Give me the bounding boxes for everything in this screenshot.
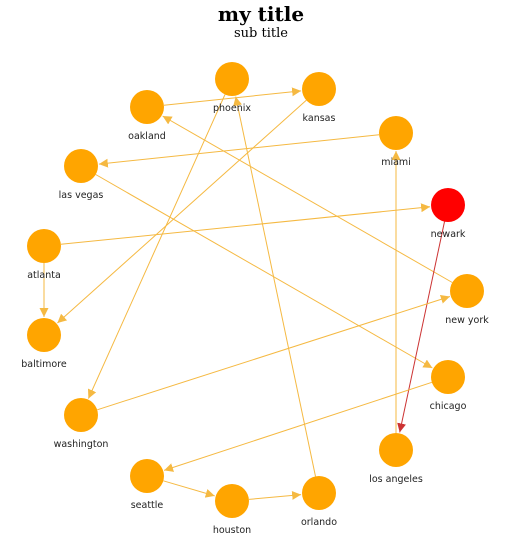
node-seattle[interactable]: seattle [130,459,164,511]
graph-subtitle: sub title [234,26,288,41]
node-phoenix[interactable]: phoenix [213,62,251,114]
node-circle-orlando[interactable] [302,476,336,510]
edge-chicago-to-seattle [163,381,433,472]
node-label-washington: washington [54,439,109,450]
node-circle-phoenix[interactable] [215,62,249,96]
node-oakland[interactable]: oakland [128,90,166,142]
node-label-new-york: new york [445,315,489,326]
node-label-las-vegas: las vegas [59,190,104,201]
edge-orlando-to-phoenix [233,96,316,477]
node-newark[interactable]: newark [431,188,466,240]
node-atlanta[interactable]: atlanta [27,229,61,281]
edges-layer [39,87,453,500]
node-label-chicago: chicago [430,401,467,412]
edge-washington-to-new-york [97,294,451,411]
node-label-oakland: oakland [128,131,166,142]
node-kansas[interactable]: kansas [302,72,336,124]
node-label-los-angeles: los angeles [369,474,423,485]
edge-new-york-to-oakland [162,115,453,283]
edge-phoenix-to-washington [87,94,226,399]
node-circle-miami[interactable] [379,116,413,150]
node-circle-seattle[interactable] [130,459,164,493]
node-las-vegas[interactable]: las vegas [59,149,104,201]
node-circle-oakland[interactable] [130,90,164,124]
edge-seattle-to-houston [163,480,215,498]
node-label-seattle: seattle [131,500,164,511]
edge-newark-to-los-angeles [397,221,445,433]
edge-las-vegas-to-chicago [95,174,433,369]
node-circle-las-vegas[interactable] [64,149,98,183]
edge-kansas-to-baltimore [57,99,307,324]
node-label-kansas: kansas [303,113,336,124]
node-houston[interactable]: houston [213,484,251,536]
edge-oakland-to-kansas [163,87,302,106]
node-circle-los-angeles[interactable] [379,433,413,467]
node-circle-washington[interactable] [64,398,98,432]
nodes-layer: phoenix kansas oakland miami las vegas newark… [21,62,489,536]
node-orlando[interactable]: orlando [301,476,337,528]
node-label-phoenix: phoenix [213,103,251,114]
node-label-houston: houston [213,525,251,536]
node-label-atlanta: atlanta [27,270,61,281]
node-circle-houston[interactable] [215,484,249,518]
node-circle-baltimore[interactable] [27,318,61,352]
node-circle-atlanta[interactable] [27,229,61,263]
node-circle-newark[interactable] [431,188,465,222]
edge-miami-to-las-vegas [98,134,380,168]
graph-title: my title [218,2,304,26]
edge-atlanta-to-newark [60,203,431,245]
node-washington[interactable]: washington [54,398,109,450]
node-circle-chicago[interactable] [431,360,465,394]
node-los-angeles[interactable]: los angeles [369,433,423,485]
node-label-newark: newark [431,229,466,240]
node-label-orlando: orlando [301,517,337,528]
node-miami[interactable]: miami [379,116,413,168]
node-circle-kansas[interactable] [302,72,336,106]
node-label-miami: miami [381,157,411,168]
edge-houston-to-orlando [248,490,302,500]
node-label-baltimore: baltimore [21,359,67,370]
node-new-york[interactable]: new york [445,274,489,326]
node-circle-new-york[interactable] [450,274,484,308]
node-chicago[interactable]: chicago [430,360,467,412]
node-baltimore[interactable]: baltimore [21,318,67,370]
